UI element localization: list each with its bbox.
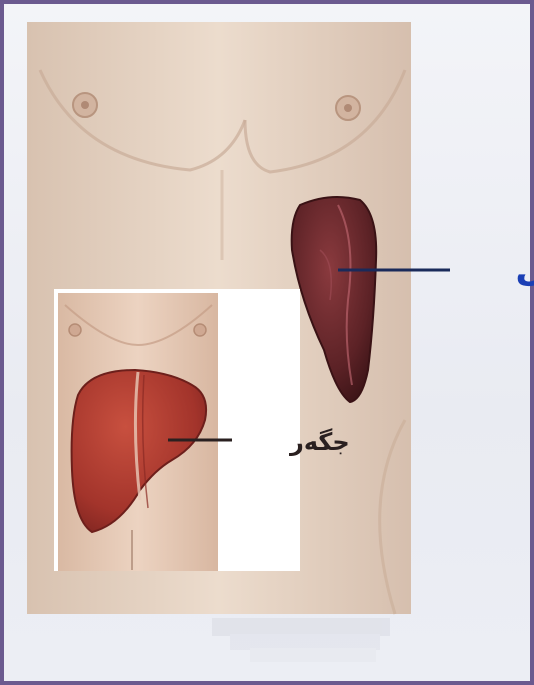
paper-shadow [212, 618, 390, 662]
spleen-label: سپڵ [515, 243, 534, 289]
liver-label: جگەر [289, 428, 350, 456]
